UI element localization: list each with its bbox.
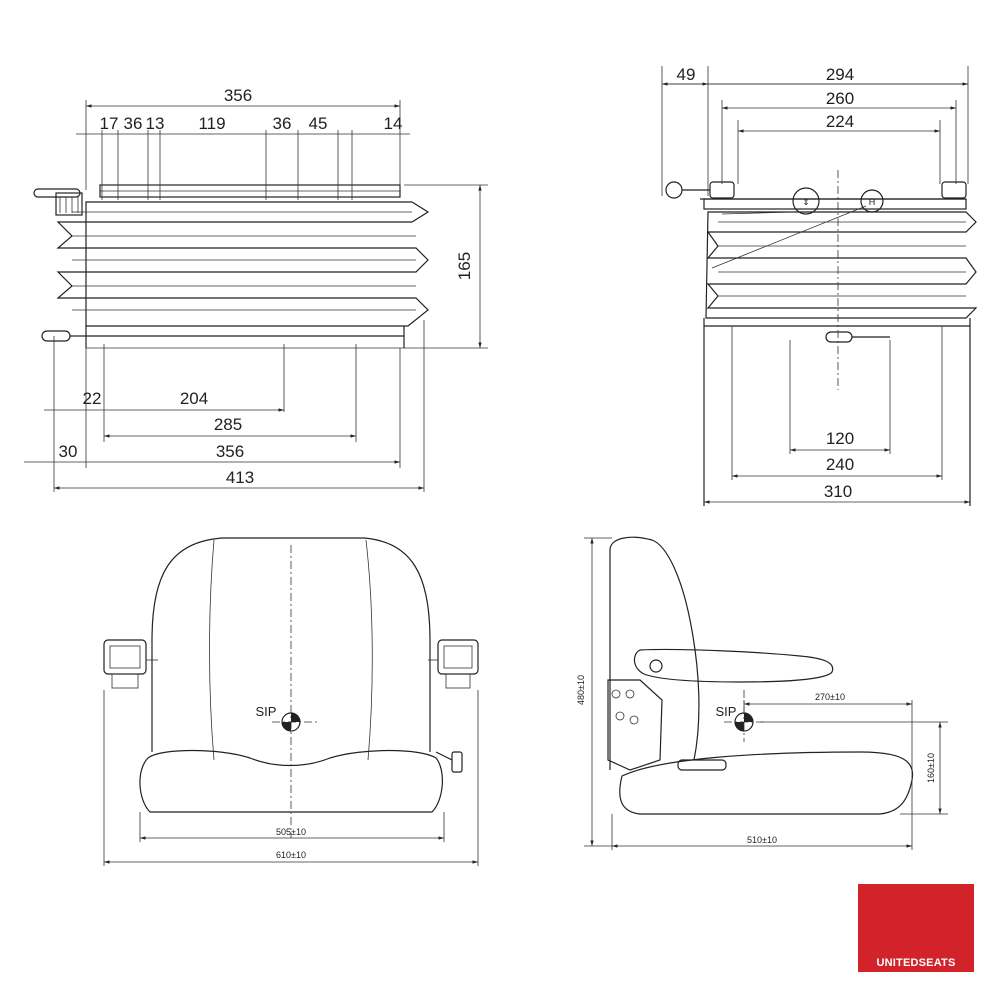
suspension-front-dimensions: 49 294 260 224 120 240 310 bbox=[662, 65, 970, 504]
dim-seg: 14 bbox=[384, 114, 403, 133]
sip-marker-side bbox=[734, 712, 754, 732]
seat-side-dimensions: SIP 480±10 270±10 160±10 510±10 bbox=[576, 538, 942, 848]
dim-bottom: 22 bbox=[83, 389, 102, 408]
seat-cushion bbox=[139, 749, 443, 813]
seat-front-dimensions: SIP 505±10 610±10 bbox=[104, 704, 478, 864]
dim-seg: 119 bbox=[198, 114, 225, 133]
suspension-front-view: ⇕ H bbox=[661, 66, 978, 506]
dim-bottom: 120 bbox=[826, 429, 854, 448]
bellows-front bbox=[705, 211, 978, 319]
seat-side-view bbox=[584, 536, 948, 850]
dim-seg: 17 bbox=[100, 114, 119, 133]
seat-cushion-side bbox=[619, 751, 914, 815]
bellows-left bbox=[56, 201, 430, 327]
dim-bottom: 285 bbox=[214, 415, 242, 434]
height-adjust-icon: ⇕ bbox=[792, 187, 820, 215]
armrest-right bbox=[428, 639, 479, 689]
backrest bbox=[151, 537, 431, 752]
seat-front-view bbox=[103, 537, 479, 866]
suspension-side-view bbox=[33, 100, 488, 492]
dim-sip-vertical: 160±10 bbox=[926, 753, 936, 783]
dim-seg: 36 bbox=[273, 114, 292, 133]
backrest-side bbox=[609, 536, 700, 770]
dim-top: 224 bbox=[826, 112, 854, 131]
armrest-left bbox=[103, 639, 158, 689]
dim-bottom: 310 bbox=[824, 482, 852, 501]
dim-seg: 45 bbox=[309, 114, 328, 133]
dim-top: 260 bbox=[826, 89, 854, 108]
suspension-side-dimensions: 356 17 36 13 119 36 45 14 165 22 204 285… bbox=[24, 86, 482, 490]
brand-name: UNITEDSEATS bbox=[876, 957, 956, 969]
dim-overall-width: 610±10 bbox=[276, 850, 306, 860]
unitedseats-logo: UNITEDSEATS bbox=[858, 884, 974, 972]
dim-sip-horizontal: 270±10 bbox=[815, 692, 845, 702]
dim-side-height: 480±10 bbox=[576, 675, 586, 705]
sip-label-side: SIP bbox=[716, 704, 737, 719]
sip-label-front: SIP bbox=[256, 704, 277, 719]
dim-top: 49 bbox=[677, 65, 696, 84]
svg-text:H: H bbox=[869, 197, 876, 207]
dim-cushion-width: 505±10 bbox=[276, 827, 306, 837]
dim-top-overall: 356 bbox=[224, 86, 252, 105]
dim-height: 165 bbox=[455, 252, 474, 280]
dim-bottom: 30 bbox=[59, 442, 78, 461]
dim-side-depth: 510±10 bbox=[747, 835, 777, 845]
dim-bottom: 240 bbox=[826, 455, 854, 474]
dim-seg: 36 bbox=[124, 114, 143, 133]
sip-marker-front bbox=[281, 712, 301, 732]
svg-text:⇕: ⇕ bbox=[802, 197, 810, 207]
dim-bottom: 356 bbox=[216, 442, 244, 461]
armrest-side bbox=[633, 648, 834, 683]
dim-top: 294 bbox=[826, 65, 854, 84]
dim-bottom: 413 bbox=[226, 468, 254, 487]
dim-seg: 13 bbox=[146, 114, 165, 133]
dim-bottom: 204 bbox=[180, 389, 208, 408]
